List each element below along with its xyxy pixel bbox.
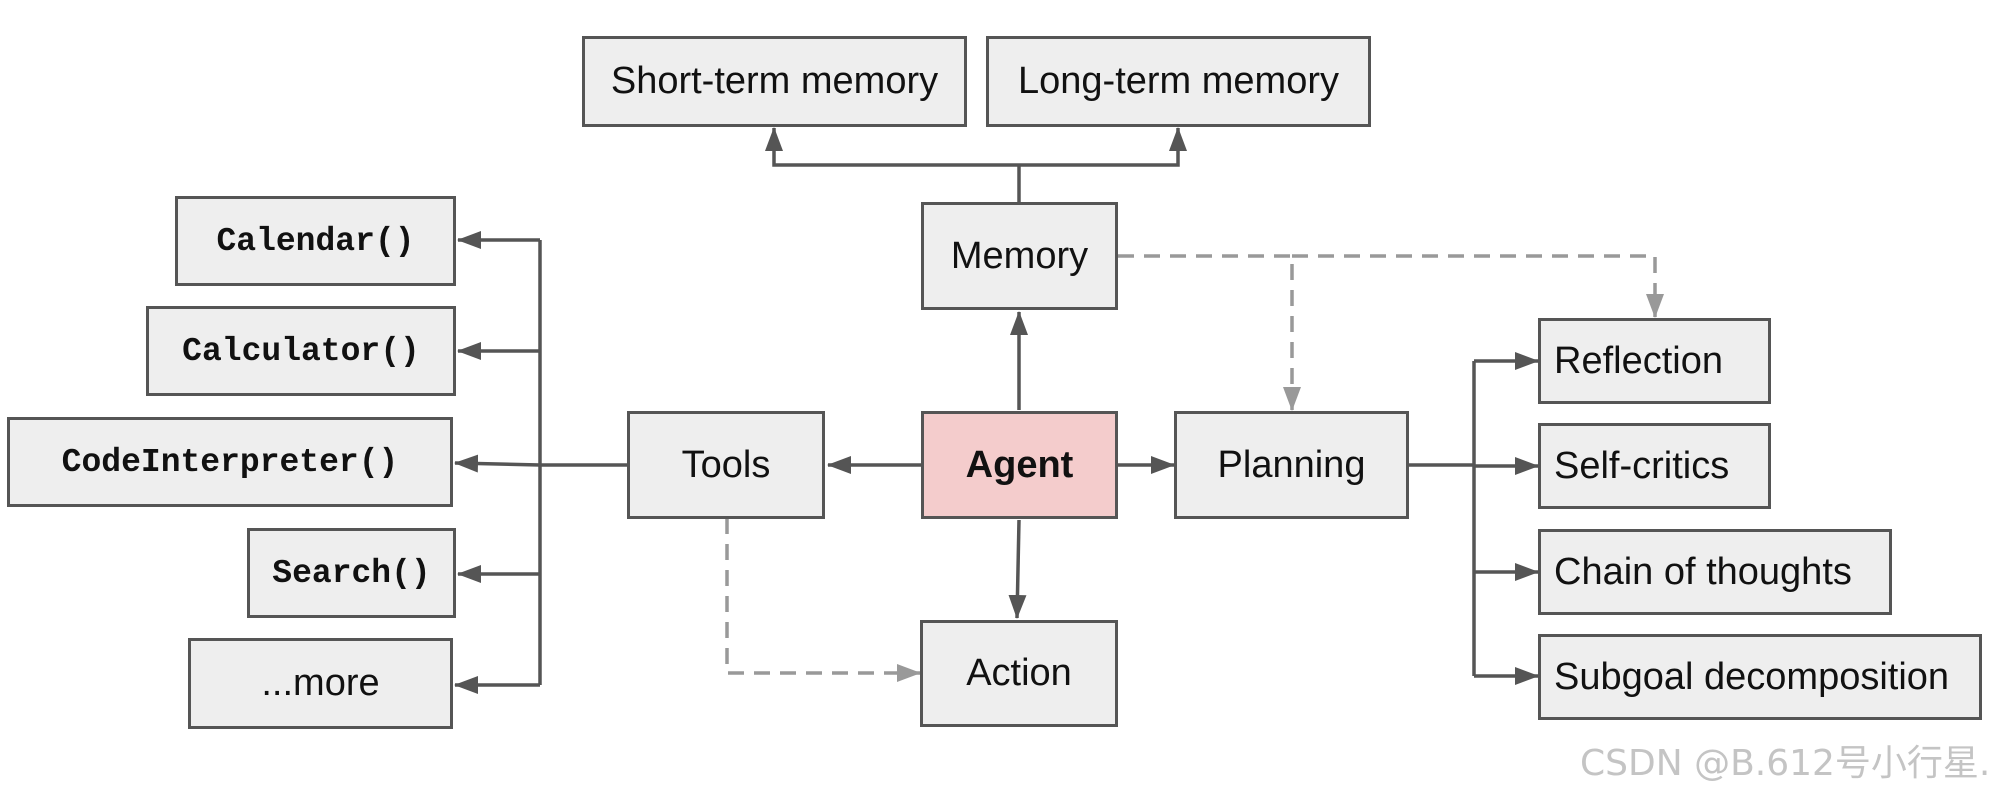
dashed-tools-to-action (725, 518, 921, 682)
calculator-tool-node: Calculator() (146, 306, 456, 396)
reflection-node: Reflection (1538, 318, 1771, 404)
planning-node: Planning (1174, 411, 1409, 519)
arrow-to-code-interpreter (454, 454, 541, 473)
short-term-memory-node: Short-term memory (582, 36, 967, 127)
watermark-text: CSDN @B.612号小行星. (1580, 743, 1991, 784)
search-tool-node: Search() (247, 528, 456, 618)
planning-trunk-line (1409, 361, 1476, 676)
long-term-memory-node: Long-term memory (986, 36, 1371, 127)
memory-node: Memory (921, 202, 1118, 310)
dashed-memory-to-reflection (1292, 254, 1664, 318)
code-interpreter-tool-node: CodeInterpreter() (7, 417, 453, 507)
chain-of-thoughts-node: Chain of thoughts (1538, 529, 1892, 615)
arrow-to-short-term-memory (765, 127, 1019, 167)
calendar-tool-node: Calendar() (175, 196, 456, 286)
tools-node: Tools (627, 411, 825, 519)
tools-trunk-line (538, 240, 627, 685)
subgoal-decomposition-node: Subgoal decomposition (1538, 634, 1982, 720)
action-node: Action (920, 620, 1118, 727)
agent-node: Agent (921, 411, 1118, 519)
dashed-memory-to-planning (1118, 254, 1301, 411)
arrow-to-long-term-memory (1019, 127, 1187, 167)
more-tools-node: ...more (188, 638, 453, 729)
self-critics-node: Self-critics (1538, 423, 1771, 509)
arrow-agent-to-action (1008, 519, 1027, 619)
